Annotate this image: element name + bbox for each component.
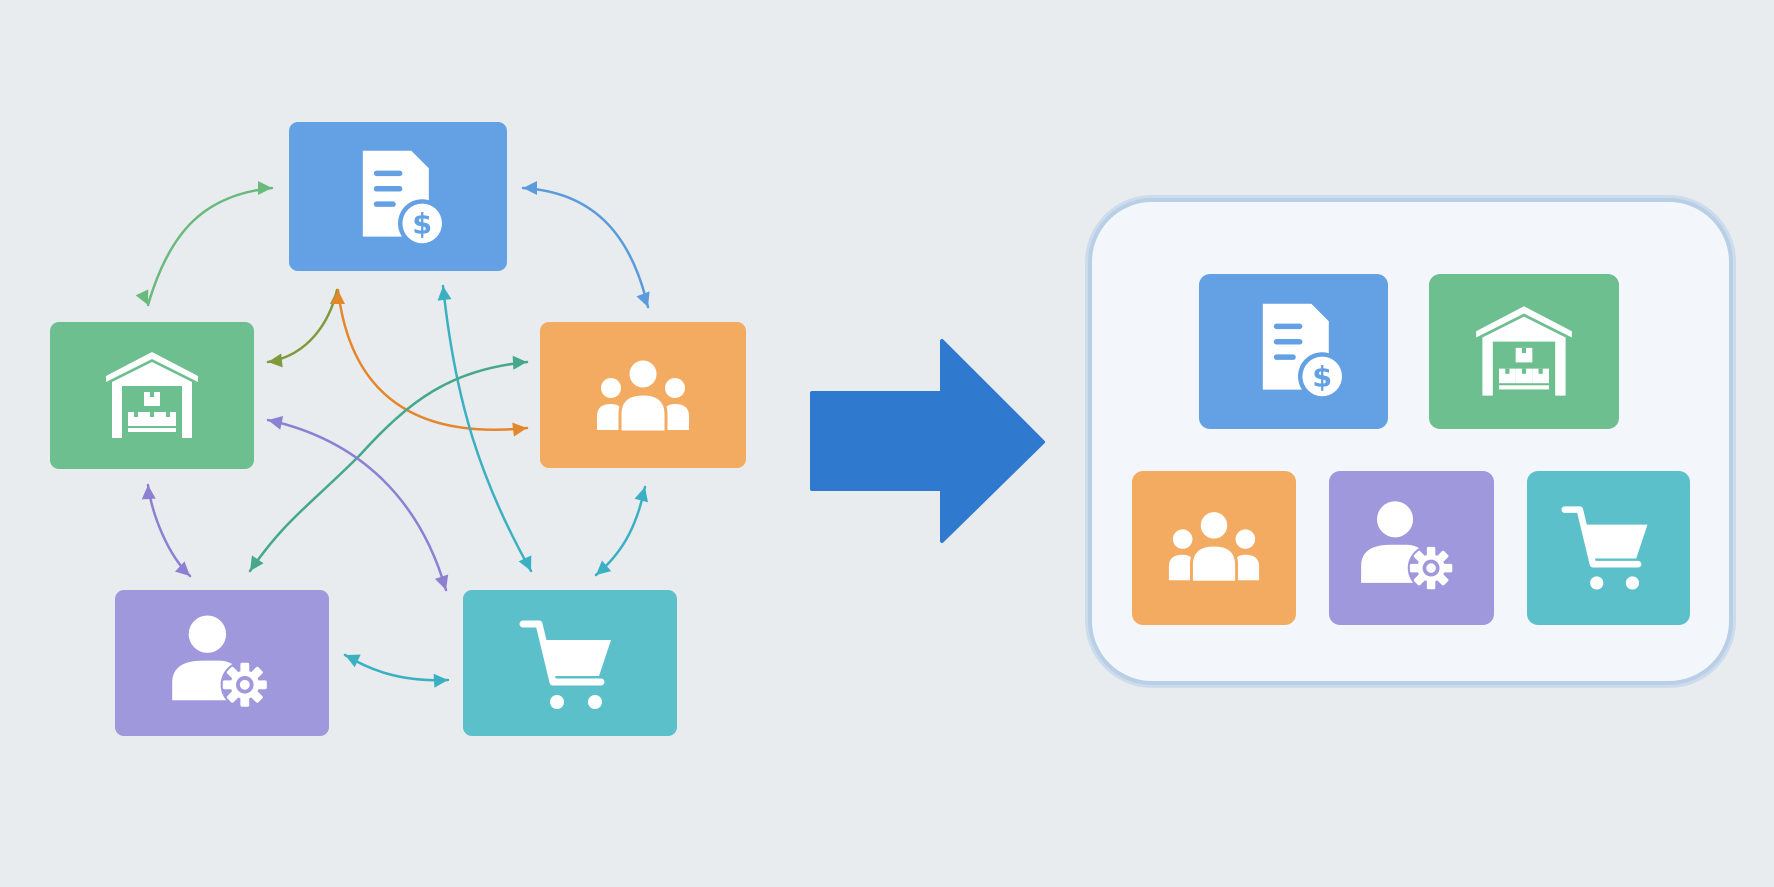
connection-arrowhead: [523, 181, 537, 195]
connection-arrowhead: [250, 555, 264, 571]
connection-warehouse-invoice: [266, 288, 339, 364]
admin-module: [115, 590, 329, 736]
connection-admin-cart: [343, 653, 450, 682]
connection-warehouse-invoice: [146, 186, 274, 307]
connection-arrowhead: [345, 654, 361, 668]
connection-customers-admin: [248, 360, 529, 573]
connection-invoice-customers: [336, 288, 529, 431]
connection-arrowhead: [434, 574, 449, 590]
warehouse-module: [50, 322, 254, 469]
connection-arrowhead: [437, 286, 452, 301]
cart-module: [463, 590, 677, 736]
connection-arrowhead: [433, 673, 448, 688]
connection-arrowhead: [268, 353, 283, 368]
connection-arrowhead: [135, 289, 149, 305]
connection-invoice-customers: [521, 186, 650, 309]
connection-invoice-cart: [441, 284, 533, 573]
point-to-point-connections: [135, 181, 650, 688]
connection-arrowhead: [636, 291, 650, 307]
connection-arrowhead: [174, 561, 190, 576]
panel-admin-module: [1329, 471, 1494, 625]
panel-warehouse-module: [1429, 274, 1619, 429]
customers-module: [540, 322, 746, 468]
connection-warehouse-cart: [266, 418, 448, 592]
connection-customers-cart: [594, 485, 647, 577]
connection-arrowhead: [512, 422, 527, 437]
connection-arrowhead: [634, 487, 648, 503]
connection-arrowhead: [141, 485, 156, 500]
right-arrow-icon: [810, 339, 1045, 543]
panel-customers-module: [1132, 471, 1296, 625]
connection-arrowhead: [596, 560, 612, 575]
connection-arrowhead: [512, 355, 527, 370]
panel-invoice-module: [1199, 274, 1388, 429]
connection-arrowhead: [268, 416, 284, 430]
invoice-module: [289, 122, 507, 271]
connection-arrowhead: [518, 555, 532, 571]
connection-arrowhead: [331, 290, 345, 304]
connection-arrowhead: [258, 181, 272, 195]
panel-cart-module: [1527, 471, 1690, 625]
